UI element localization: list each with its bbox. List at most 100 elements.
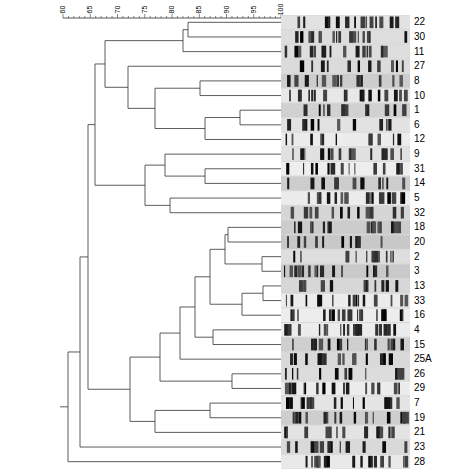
gel-band: [350, 236, 352, 248]
axis-tick: [259, 16, 260, 18]
gel-band: [340, 75, 342, 87]
gel-band: [311, 119, 315, 131]
gel-band: [389, 353, 393, 365]
gel-band: [404, 31, 407, 43]
gel-band: [370, 17, 374, 29]
gel-band: [332, 75, 336, 87]
dendrogram-branch: [80, 447, 281, 448]
gel-band: [381, 46, 383, 58]
gel-lane: [281, 235, 410, 249]
gel-band: [366, 339, 367, 351]
gel-band: [295, 441, 298, 453]
gel-band: [400, 148, 401, 160]
gel-band: [405, 295, 409, 307]
gel-band: [295, 412, 298, 424]
dendrogram-branch: [130, 357, 160, 358]
gel-band: [284, 265, 285, 277]
gel-band: [380, 178, 381, 190]
gel-band: [340, 324, 341, 336]
gel-band: [298, 324, 301, 336]
gel-band: [340, 412, 343, 424]
gel-band: [292, 134, 294, 146]
gel-band: [391, 222, 393, 234]
gel-band: [298, 90, 302, 102]
gel-band: [311, 456, 313, 468]
gel-band: [391, 427, 394, 439]
gel-lane: [281, 426, 410, 440]
dendrogram-branch: [205, 139, 281, 140]
sample-label: 33: [414, 296, 425, 306]
gel-band: [287, 119, 291, 131]
gel-lane: [281, 133, 410, 147]
gel-band: [384, 90, 388, 102]
gel-band: [348, 295, 350, 307]
gel-band: [360, 90, 364, 102]
sample-label: 13: [414, 281, 425, 291]
gel-band: [403, 104, 407, 116]
sample-label: 5: [414, 193, 420, 203]
gel-band: [303, 163, 304, 175]
gel-band: [310, 46, 313, 58]
gel-lane: [281, 162, 410, 176]
gel-band: [308, 31, 311, 43]
gel-band: [297, 236, 300, 248]
gel-band: [322, 134, 324, 146]
gel-band: [319, 339, 323, 351]
dendrogram-branch: [232, 373, 281, 374]
gel-band: [342, 427, 345, 439]
gel-band: [382, 309, 386, 321]
sample-label: 28: [414, 457, 425, 467]
gel-band: [392, 75, 394, 87]
gel-band: [300, 60, 304, 72]
dendrogram-branch: [155, 432, 281, 433]
axis-tick: [231, 16, 232, 18]
gel-band: [308, 90, 309, 102]
axis-tick: [139, 16, 140, 18]
gel-band: [363, 31, 365, 43]
gel-band: [383, 148, 387, 160]
dendrogram-branch: [210, 304, 242, 305]
gel-band: [379, 192, 383, 204]
gel-band: [342, 104, 345, 116]
gel-band: [292, 148, 293, 160]
gel-band: [317, 75, 318, 87]
gel-band: [379, 17, 383, 29]
gel-band: [365, 104, 369, 116]
dendrogram-branch: [205, 117, 240, 118]
gel-band: [380, 222, 382, 234]
gel-band: [326, 324, 328, 336]
dendrogram-branch: [183, 51, 281, 52]
gel-band: [326, 427, 330, 439]
axis-label: 75: [141, 5, 148, 13]
gel-band: [379, 75, 382, 87]
gel-band: [400, 295, 403, 307]
gel-band: [293, 251, 295, 263]
sample-label: 25A: [414, 354, 432, 364]
gel-band: [366, 251, 367, 263]
gel-band: [302, 119, 303, 131]
gel-band: [402, 309, 404, 321]
gel-lane: [281, 30, 410, 44]
gel-band: [384, 309, 387, 321]
gel-band: [304, 427, 308, 439]
axis-tick: [161, 16, 162, 18]
gel-band: [310, 397, 314, 409]
gel-band: [294, 75, 298, 87]
gel-band: [345, 104, 348, 116]
gel-lane: [281, 440, 410, 454]
sample-label: 22: [414, 17, 425, 27]
gel-band: [360, 456, 362, 468]
gel-band: [323, 104, 324, 116]
gel-band: [370, 148, 372, 160]
gel-band: [396, 163, 400, 175]
dendrogram-branch: [128, 108, 155, 109]
gel-band: [400, 412, 402, 424]
gel-band: [382, 441, 386, 453]
gel-ground: [281, 15, 410, 469]
dendrogram-branch: [88, 389, 130, 390]
gel-band: [304, 148, 305, 160]
gel-band: [331, 163, 332, 175]
gel-band: [393, 207, 397, 219]
gel-band: [397, 134, 401, 146]
gel-band: [287, 178, 289, 190]
